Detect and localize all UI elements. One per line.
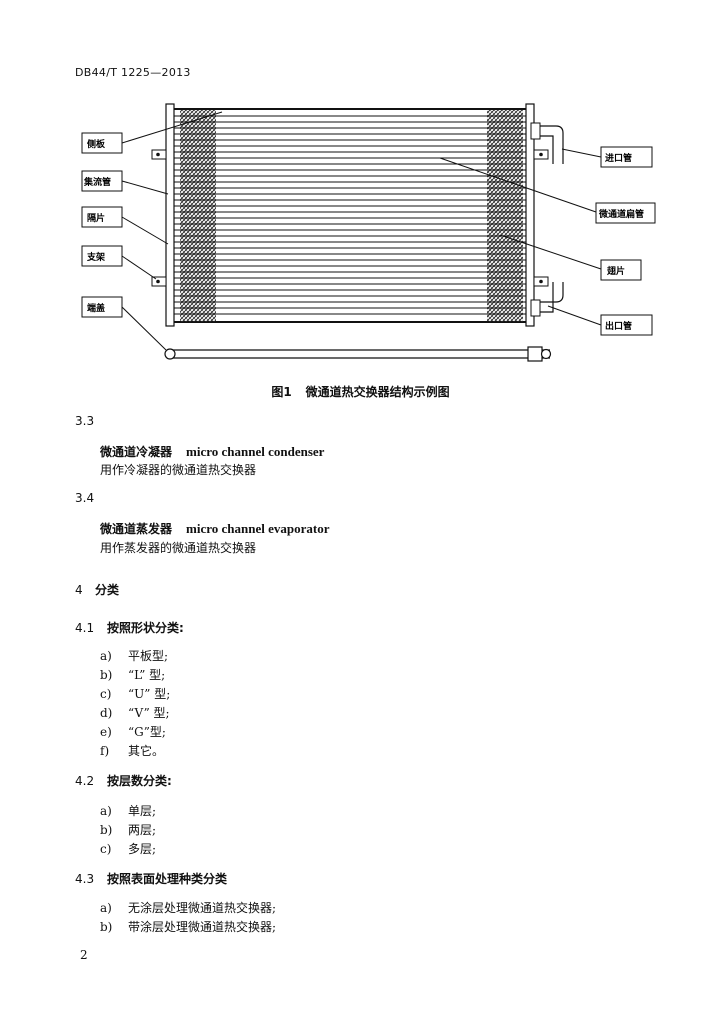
label-box-fin <box>600 259 642 281</box>
label-box-outlet <box>600 314 653 336</box>
list-item: a)单层; <box>100 804 157 818</box>
label-bracket: 支架 <box>86 251 105 263</box>
term-cn: 微通道蒸发器 <box>100 522 173 536</box>
figure-title: 微通道热交换器结构示例图 <box>305 385 450 399</box>
heading-title: 分类 <box>95 583 120 597</box>
label-box-inlet <box>600 146 653 168</box>
term-en: micro channel condenser <box>186 444 325 459</box>
right-header-pipe <box>525 103 535 327</box>
heading-title: 按照表面处理种类分类 <box>107 872 228 886</box>
heading-title: 按照形状分类: <box>107 621 184 635</box>
label-baffle: 隔片 <box>87 212 105 224</box>
heading-number: 4.2 <box>75 774 95 788</box>
flat-tubes <box>174 115 526 315</box>
label-box-side-plate <box>81 132 123 154</box>
document-code: DB44/T 1225—2013 <box>75 66 191 79</box>
list-item: b)带涂层处理微通道热交换器; <box>100 920 277 934</box>
section-number-3-4: 3.4 <box>75 491 95 505</box>
heading-number: 4.3 <box>75 872 95 886</box>
list-item: b)“L” 型; <box>100 668 166 682</box>
label-end-cap: 端盖 <box>87 302 105 314</box>
heading-title: 按层数分类: <box>107 774 172 788</box>
list-item: a)无涂层处理微通道热交换器; <box>100 901 277 915</box>
label-box-header <box>81 170 123 192</box>
list-item: c)“U” 型; <box>100 687 171 701</box>
heading-4: 4 分类 <box>75 581 119 598</box>
label-box-bracket <box>81 245 123 267</box>
list-item: f)其它。 <box>100 744 165 758</box>
page-number: 2 <box>80 948 88 962</box>
label-box-baffle <box>81 206 123 228</box>
figure-caption: 图1 微通道热交换器结构示例图 <box>0 383 721 400</box>
list-item: c)多层; <box>100 842 157 856</box>
term-condenser: 微通道冷凝器 micro channel condenser <box>100 443 324 460</box>
definition-evaporator: 用作蒸发器的微通道热交换器 <box>100 541 257 555</box>
term-cn: 微通道冷凝器 <box>100 445 173 459</box>
left-header-pipe <box>165 103 175 327</box>
list-item: a)平板型; <box>100 649 169 663</box>
heading-4-1: 4.1 按照形状分类: <box>75 619 184 636</box>
label-header: 集流管 <box>83 176 111 188</box>
section-number-3-3: 3.3 <box>75 414 95 428</box>
term-evaporator: 微通道蒸发器 micro channel evaporator <box>100 520 329 537</box>
list-item: e)“G”型; <box>100 725 166 739</box>
list-item: b)两层; <box>100 823 157 837</box>
label-box-flat-tube <box>595 202 656 224</box>
heat-exchanger-diagram: 侧板 集流管 隔片 支架 端盖 进口管 微通道扁管 翅片 出口管 <box>81 103 656 362</box>
label-flat-tube: 微通道扁管 <box>598 208 644 220</box>
fin-zone-right <box>487 110 523 322</box>
figure-number: 图1 <box>271 385 292 399</box>
heading-4-2: 4.2 按层数分类: <box>75 772 172 789</box>
fin-zone-left <box>180 110 216 322</box>
term-en: micro channel evaporator <box>186 521 330 536</box>
heading-number: 4 <box>75 583 83 597</box>
label-side-plate: 侧板 <box>87 138 106 150</box>
heading-number: 4.1 <box>75 621 95 635</box>
heading-4-3: 4.3 按照表面处理种类分类 <box>75 870 227 887</box>
label-outlet: 出口管 <box>605 320 632 332</box>
list-item: d)“V” 型; <box>100 706 170 720</box>
definition-condenser: 用作冷凝器的微通道热交换器 <box>100 463 257 477</box>
label-box-end-cap <box>81 296 123 318</box>
label-inlet: 进口管 <box>605 152 632 164</box>
label-fin: 翅片 <box>606 265 625 277</box>
